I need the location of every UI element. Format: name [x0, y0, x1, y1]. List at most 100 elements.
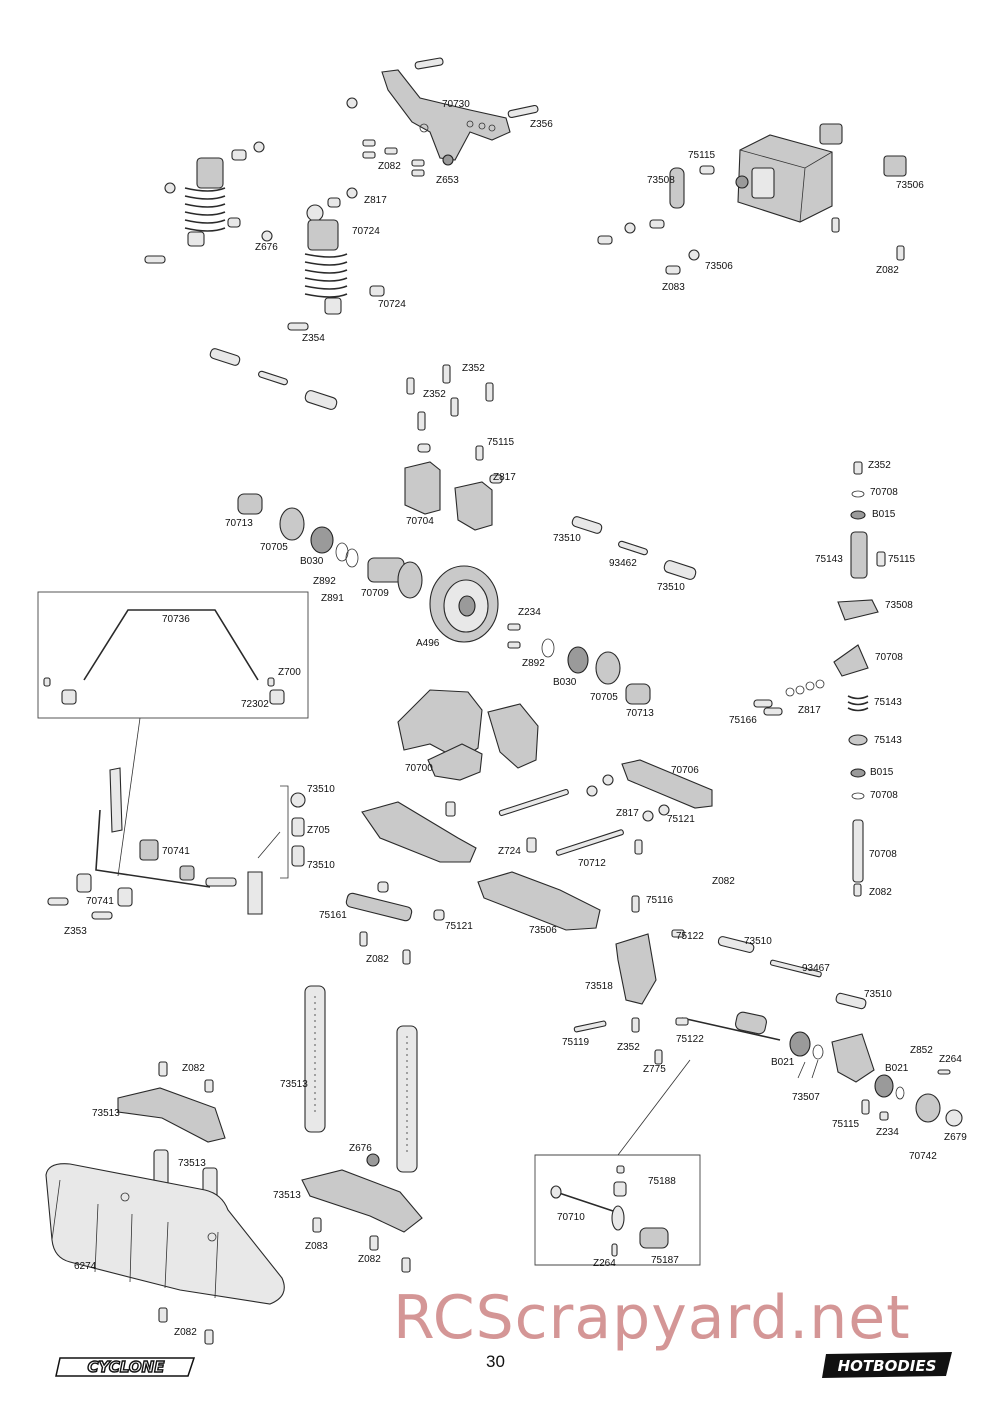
- shock-tower-70730: [381, 69, 511, 161]
- part-label: Z264: [593, 1258, 616, 1269]
- part-label: 70710: [557, 1212, 585, 1223]
- part-label: Z891: [321, 593, 344, 604]
- pivot-75166: [753, 679, 825, 716]
- body-post-73513-right: [396, 1025, 418, 1173]
- part-label: Z082: [366, 954, 389, 965]
- post-mount-73513: [117, 1061, 226, 1205]
- rod-ends-upper: [209, 348, 338, 410]
- part-label: B015: [870, 767, 894, 778]
- part-label: 70730: [442, 99, 470, 110]
- hinge-pins: [445, 788, 643, 856]
- part-label: 75122: [676, 1034, 704, 1045]
- part-label: Z082: [358, 1254, 381, 1265]
- part-label: 75115: [888, 554, 916, 565]
- part-label: Z817: [493, 472, 516, 483]
- part-label: 70712: [578, 858, 606, 869]
- part-label: B021: [771, 1057, 795, 1068]
- servo-horn-73508: [669, 167, 685, 209]
- nut-small: [346, 97, 358, 109]
- part-label: 70713: [225, 518, 253, 529]
- screws-z082: [362, 139, 425, 177]
- part-label: 73510: [657, 582, 685, 593]
- part-label: 70724: [378, 299, 406, 310]
- part-label: 6274: [74, 1261, 97, 1272]
- bearing-pack-left: [279, 507, 359, 568]
- part-label: Z082: [869, 887, 892, 898]
- part-label: 70708: [869, 849, 897, 860]
- part-label: 70700: [405, 763, 433, 774]
- part-label: 73508: [885, 600, 913, 611]
- part-label: 73518: [585, 981, 613, 992]
- lower-arm-upper: [361, 801, 477, 863]
- part-label: 73510: [744, 936, 772, 947]
- part-label: Z817: [616, 808, 639, 819]
- shock-right-parts: [287, 187, 385, 331]
- part-label: Z083: [662, 282, 685, 293]
- part-label: 70713: [626, 708, 654, 719]
- part-label: Z264: [939, 1054, 962, 1065]
- part-label: B015: [872, 509, 896, 520]
- diff-70709: [367, 557, 423, 599]
- part-label: Z082: [876, 265, 899, 276]
- servo-parts: [597, 165, 905, 275]
- part-label: 75115: [688, 150, 716, 161]
- bearing-pack-right: [507, 623, 651, 705]
- hex-70742: [915, 1069, 963, 1127]
- part-label: 70705: [260, 542, 288, 553]
- part-label: 70741: [86, 896, 114, 907]
- part-label: Z892: [522, 658, 545, 669]
- screw-z356: [507, 104, 539, 119]
- part-label: 73510: [864, 989, 892, 1000]
- part-label: 75121: [445, 921, 473, 932]
- part-label: Z653: [436, 175, 459, 186]
- part-label: 75161: [319, 910, 347, 921]
- part-label: Z082: [712, 876, 735, 887]
- part-label: Z234: [876, 1127, 899, 1138]
- part-label: 73513: [178, 1158, 206, 1169]
- part-label: Z353: [64, 926, 87, 937]
- ball-links-left: [47, 767, 263, 920]
- part-label: Z352: [462, 363, 485, 374]
- part-label: Z234: [518, 607, 541, 618]
- part-label: 75115: [487, 437, 515, 448]
- part-label: Z082: [174, 1327, 197, 1338]
- part-label: Z676: [349, 1143, 372, 1154]
- part-label: Z676: [255, 242, 278, 253]
- part-label: Z082: [182, 1063, 205, 1074]
- part-label: 75122: [676, 931, 704, 942]
- rod-ends-middle: [571, 516, 697, 580]
- part-label: 75116: [646, 895, 674, 906]
- part-label: 75115: [832, 1119, 860, 1130]
- outdrive-70713-left: [237, 493, 263, 515]
- part-label: 75187: [651, 1255, 679, 1266]
- lower-arm-73506: [477, 871, 601, 931]
- part-label: Z852: [910, 1045, 933, 1056]
- part-label: 70708: [870, 487, 898, 498]
- part-label: 73506: [896, 180, 924, 191]
- shock-left-parts: [144, 141, 273, 264]
- part-label: B030: [300, 556, 324, 567]
- screws-z352: [406, 364, 494, 461]
- part-label: B021: [885, 1063, 909, 1074]
- part-label: Z724: [498, 846, 521, 857]
- part-label: 70706: [671, 765, 699, 776]
- hub-73507: [789, 1031, 905, 1121]
- part-label: 73506: [529, 925, 557, 936]
- part-label: 70704: [406, 516, 434, 527]
- part-label: 70709: [361, 588, 389, 599]
- part-label: 70708: [875, 652, 903, 663]
- nut-z653: [442, 154, 454, 166]
- bulkhead-70704: [404, 443, 503, 531]
- part-label: Z892: [313, 576, 336, 587]
- part-label: Z700: [278, 667, 301, 678]
- part-label: 72302: [241, 699, 269, 710]
- part-label: 75166: [729, 715, 757, 726]
- leader-line-bar: [117, 717, 141, 877]
- part-label: 73513: [280, 1079, 308, 1090]
- front-bumper-6274: [45, 1163, 285, 1305]
- part-label: 75143: [874, 735, 902, 746]
- part-label: A496: [416, 638, 440, 649]
- part-label: 70742: [909, 1151, 937, 1162]
- driveshaft-inset: [534, 1059, 701, 1266]
